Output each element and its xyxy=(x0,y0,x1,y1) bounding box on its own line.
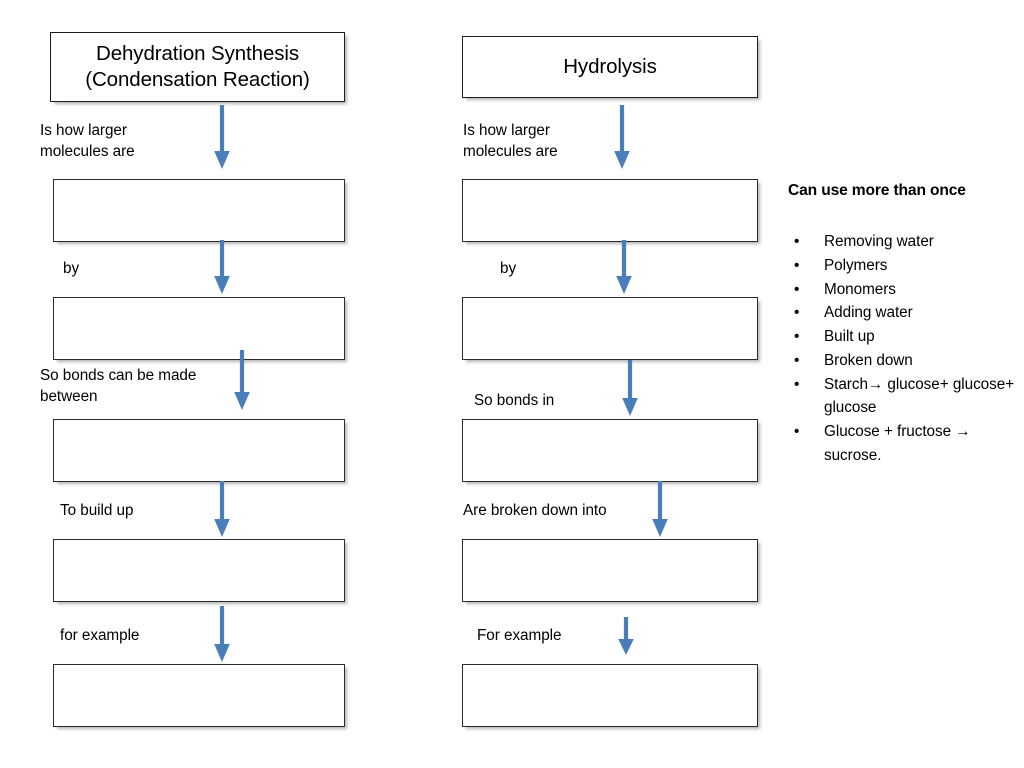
down-arrow-icon xyxy=(616,240,632,294)
bullet-dot-icon: • xyxy=(794,256,800,274)
bullet-dot-icon: • xyxy=(794,328,800,346)
answer-box-hydrolysis-5[interactable] xyxy=(462,664,758,727)
answer-box-dehydration-5[interactable] xyxy=(53,664,345,727)
list-item-label: Monomers xyxy=(824,280,896,298)
list-item[interactable]: • Monomers xyxy=(788,278,1016,302)
connector-label-hydrolysis-3: So bonds in xyxy=(474,392,555,409)
down-arrow-icon xyxy=(214,481,230,537)
column-title-hydrolysis: Hydrolysis xyxy=(462,36,758,98)
list-item-label: Broken down xyxy=(824,351,913,369)
word-bank-heading: Can use more than once xyxy=(788,182,966,199)
list-item-label: Starch→ glucose+ glucose+ glucose xyxy=(824,375,1015,417)
down-arrow-icon xyxy=(214,606,230,662)
bullet-dot-icon: • xyxy=(794,351,800,369)
connector-label-dehydration-3: So bonds can be made between xyxy=(40,367,197,406)
connector-label-hydrolysis-2: by xyxy=(500,260,517,277)
connector-label-dehydration-5: for example xyxy=(60,627,140,644)
connector-label-dehydration-1: Is how larger molecules are xyxy=(40,122,135,161)
bullet-dot-icon: • xyxy=(794,304,800,322)
column-title-hydrolysis-text: Hydrolysis xyxy=(563,55,657,79)
bullet-dot-icon: • xyxy=(794,423,800,441)
down-arrow-icon xyxy=(214,105,230,169)
connector-label-hydrolysis-1: Is how larger molecules are xyxy=(463,122,558,161)
answer-box-hydrolysis-2[interactable] xyxy=(462,297,758,360)
connector-label-dehydration-2: by xyxy=(63,260,80,277)
answer-box-dehydration-4[interactable] xyxy=(53,539,345,602)
answer-box-hydrolysis-3[interactable] xyxy=(462,419,758,482)
down-arrow-icon xyxy=(234,350,250,410)
list-item-label: Built up xyxy=(824,328,875,346)
bullet-dot-icon: • xyxy=(794,233,800,250)
column-title-dehydration: Dehydration Synthesis (Condensation Reac… xyxy=(50,32,345,102)
list-item-label: Glucose + fructose → sucrose. xyxy=(824,423,971,465)
list-item[interactable]: • Glucose + fructose → sucrose. xyxy=(788,420,1016,468)
list-item-label: Polymers xyxy=(824,256,888,274)
column-title-dehydration-text: Dehydration Synthesis (Condensation Reac… xyxy=(85,42,310,91)
down-arrow-icon xyxy=(614,105,630,169)
answer-box-hydrolysis-4[interactable] xyxy=(462,539,758,602)
down-arrow-icon xyxy=(622,360,638,416)
down-arrow-icon xyxy=(214,240,230,294)
answer-box-dehydration-1[interactable] xyxy=(53,179,345,242)
answer-box-dehydration-3[interactable] xyxy=(53,419,345,482)
list-item[interactable]: • Starch→ glucose+ glucose+ glucose xyxy=(788,373,1016,421)
connector-label-hydrolysis-5: For example xyxy=(477,627,562,644)
bullet-dot-icon: • xyxy=(794,280,800,298)
bullet-dot-icon: • xyxy=(794,375,800,393)
list-item[interactable]: • Adding water xyxy=(788,301,1016,325)
answer-box-dehydration-2[interactable] xyxy=(53,297,345,360)
list-item[interactable]: • Built up xyxy=(788,325,1016,349)
down-arrow-icon xyxy=(618,617,634,655)
list-item-label: Adding water xyxy=(824,304,913,322)
connector-label-hydrolysis-4: Are broken down into xyxy=(463,502,607,519)
list-item-label: Removing water xyxy=(824,233,934,250)
down-arrow-icon xyxy=(652,481,668,537)
list-item[interactable]: • Broken down xyxy=(788,349,1016,373)
connector-label-dehydration-4: To build up xyxy=(60,502,134,519)
answer-box-hydrolysis-1[interactable] xyxy=(462,179,758,242)
word-bank-list: • Removing water • Polymers • Monomers •… xyxy=(788,230,1016,468)
list-item[interactable]: • Polymers xyxy=(788,254,1016,278)
list-item[interactable]: • Removing water xyxy=(788,230,1016,254)
